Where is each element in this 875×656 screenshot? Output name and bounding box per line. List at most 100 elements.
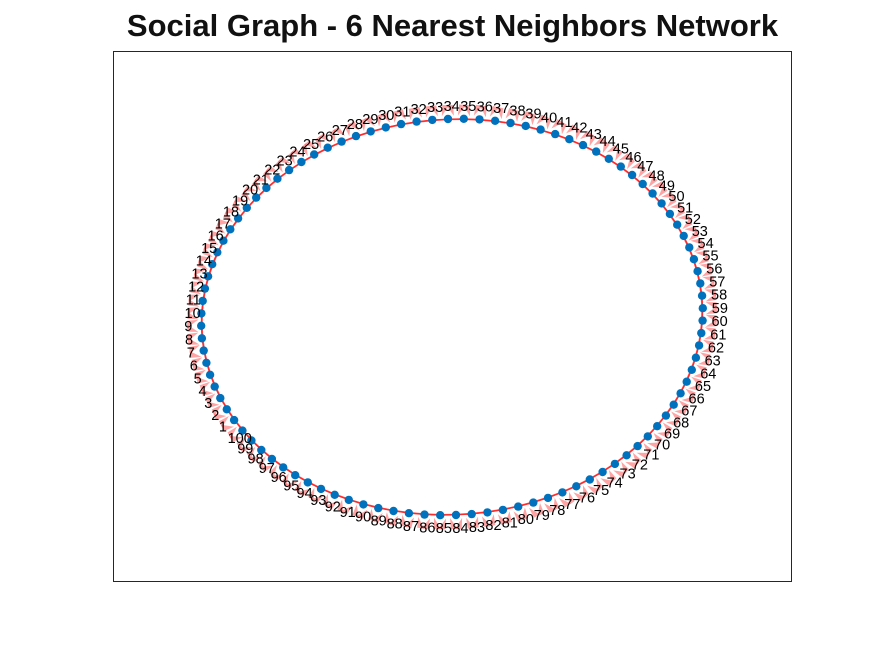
edge-arrowhead	[275, 159, 283, 173]
edge-arrowhead	[332, 126, 346, 136]
edge-arrowhead	[496, 106, 504, 120]
graph-node	[330, 490, 339, 499]
node-label: 30	[378, 108, 394, 124]
edge-arrowhead	[615, 147, 623, 161]
edge-arrowhead	[429, 105, 438, 117]
graph-node	[297, 157, 306, 167]
edge-arrowhead	[446, 104, 454, 116]
node-label: 75	[593, 483, 609, 499]
node-label: 49	[659, 179, 675, 195]
axes-box	[113, 51, 792, 582]
node-label: 62	[708, 341, 724, 357]
edge-arrowhead	[705, 314, 717, 323]
edge-arrowhead	[265, 165, 279, 173]
graph-node	[229, 415, 239, 425]
graph-node	[257, 445, 266, 455]
edge-arrowhead	[198, 255, 211, 263]
edge-arrowhead	[263, 168, 272, 182]
edge-arrowhead	[666, 420, 680, 427]
edge-arrowhead	[227, 426, 237, 439]
graph-node	[679, 231, 688, 241]
edge-arrowhead	[544, 503, 556, 513]
graph-node	[592, 147, 601, 156]
edge-arrowhead	[220, 424, 234, 432]
edge-arrowhead	[246, 446, 256, 460]
node-label: 4	[199, 384, 207, 400]
edge-arrowhead	[375, 113, 383, 127]
node-label: 7	[187, 346, 195, 362]
edge-arrowhead	[404, 517, 415, 528]
edge-arrowhead	[188, 294, 201, 302]
edge-arrowhead	[189, 351, 202, 358]
node-label: 65	[695, 379, 711, 395]
edge-arrowhead	[671, 411, 681, 423]
graph-node	[689, 255, 699, 264]
node-label: 100	[228, 431, 252, 447]
node-label: 20	[242, 183, 258, 199]
graph-node	[572, 482, 581, 491]
edge-arrowhead	[521, 110, 533, 121]
edge-arrowhead	[682, 218, 693, 230]
graph-node	[197, 309, 206, 318]
edge-arrowhead	[684, 226, 698, 233]
graph-node	[202, 358, 211, 367]
node-label: 24	[289, 145, 305, 161]
node-label: 67	[681, 404, 697, 420]
edge-arrowhead	[379, 112, 391, 123]
graph-node	[238, 426, 247, 435]
edge-arrowhead	[209, 231, 223, 238]
node-label: 27	[332, 123, 348, 139]
node-label: 59	[712, 301, 728, 317]
edge-arrowhead	[489, 106, 500, 117]
edge-arrowhead	[703, 332, 716, 340]
edge-arrowhead	[196, 376, 209, 384]
node-label: 43	[586, 127, 602, 143]
node-label: 74	[607, 475, 623, 491]
edge-arrowhead	[213, 413, 227, 420]
node-label: 12	[188, 280, 204, 296]
edge-arrowhead	[290, 148, 304, 156]
node-label: 18	[223, 205, 239, 221]
edge-arrowhead	[513, 109, 520, 122]
edge-arrowhead	[243, 185, 257, 192]
edge-arrowhead	[437, 518, 447, 530]
graph-node	[197, 321, 206, 330]
graph-node	[213, 248, 222, 257]
graph-node	[436, 511, 445, 520]
graph-node	[351, 131, 361, 141]
node-label: 96	[271, 470, 287, 486]
graph-node	[475, 115, 484, 124]
graph-node	[284, 165, 294, 175]
graph-node	[558, 488, 567, 497]
graph-node	[198, 296, 207, 306]
node-label: 19	[232, 193, 248, 209]
edge-arrowhead	[315, 135, 322, 149]
edge-arrowhead	[536, 114, 548, 125]
edge-arrowhead	[678, 400, 689, 412]
edge-arrowhead	[553, 497, 560, 511]
edge-arrowhead	[636, 452, 650, 459]
graph-node	[316, 484, 326, 494]
node-label: 68	[673, 415, 689, 431]
edge-arrowhead	[202, 247, 213, 258]
node-label: 38	[509, 103, 525, 119]
edge-arrowhead	[223, 211, 233, 223]
node-label: 60	[712, 314, 728, 330]
graph-node	[337, 137, 346, 146]
node-label: 89	[371, 514, 387, 530]
edge-arrowhead	[627, 156, 635, 170]
edge-arrowhead	[698, 254, 709, 265]
edge-arrowhead	[219, 416, 229, 428]
graph-node	[661, 411, 671, 420]
edge-arrowhead	[269, 464, 277, 478]
graph-node	[219, 236, 228, 245]
graph-node	[262, 183, 271, 193]
edge-arrowhead	[187, 307, 199, 315]
node-label: 3	[204, 396, 212, 412]
edge-arrowhead	[705, 319, 717, 327]
edge-arrowhead	[587, 485, 600, 494]
node-label: 81	[502, 516, 518, 532]
edge-arrowhead	[648, 174, 658, 188]
graph-node	[696, 279, 705, 288]
node-label: 95	[283, 479, 299, 495]
